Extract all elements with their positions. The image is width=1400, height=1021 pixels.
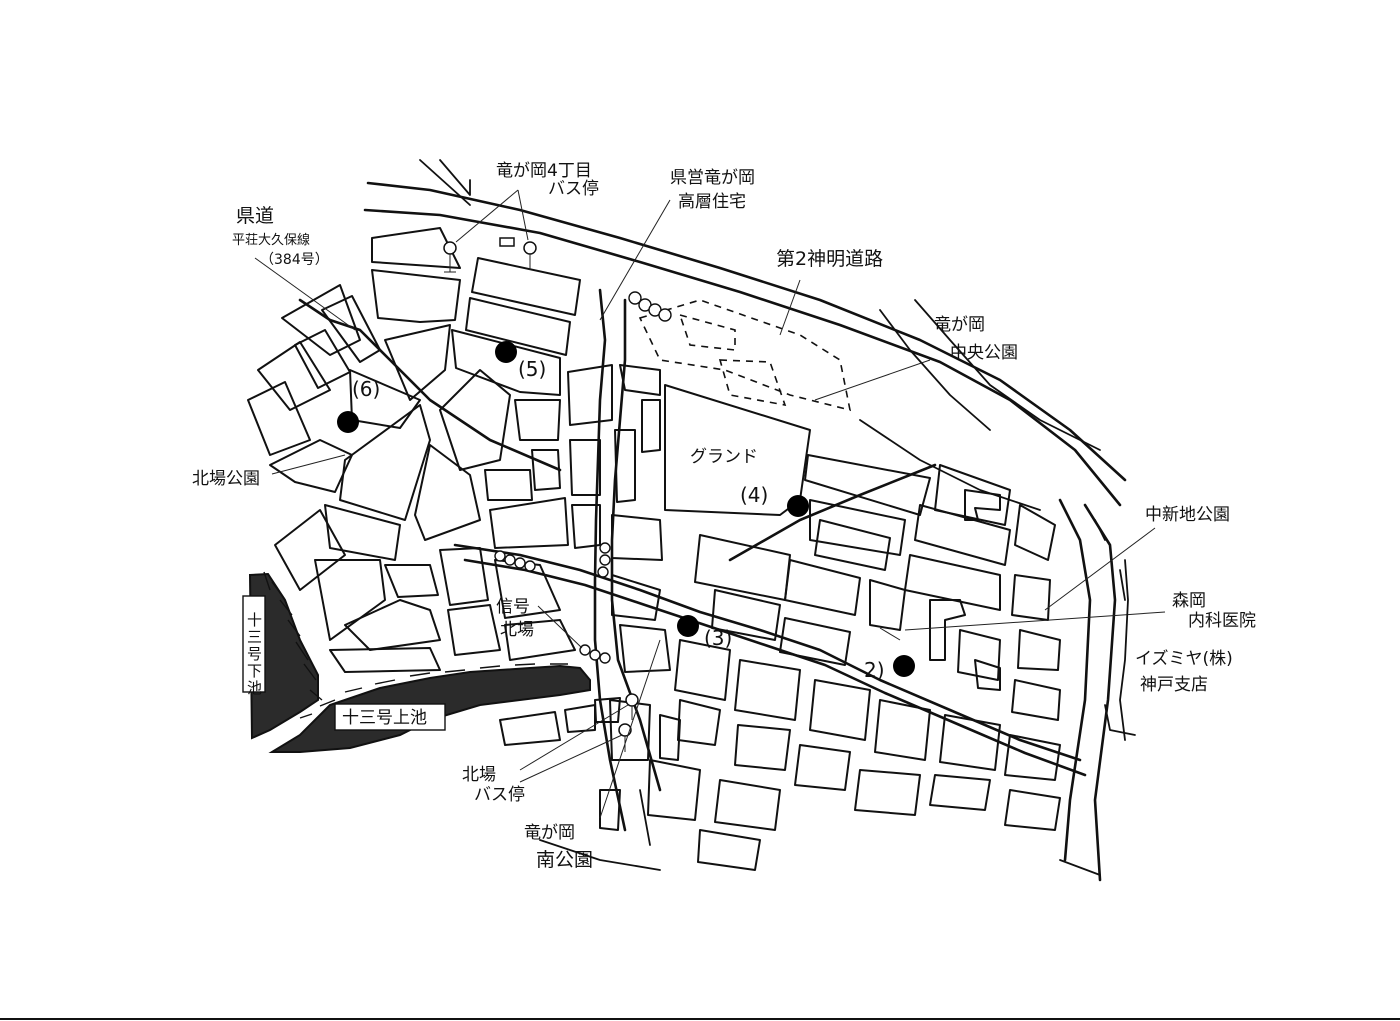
label-bus-stop-4chome-2: バス停 xyxy=(548,179,599,199)
label-izumiya-2: 神戸支店 xyxy=(1140,675,1208,695)
city-blocks xyxy=(247,227,1061,871)
markers xyxy=(337,341,915,677)
marker-label-4: (4) xyxy=(740,483,768,507)
marker-dot-6 xyxy=(337,411,359,433)
label-kendo-2: 平荘大久保線 xyxy=(232,232,310,248)
bus-stop-icons xyxy=(443,237,639,752)
signal-icons xyxy=(494,291,672,664)
label-bus-stop-4chome-1: 竜が岡4丁目 xyxy=(496,161,592,181)
label-chuo-park-2: 中央公園 xyxy=(950,343,1018,363)
pond-upper xyxy=(268,663,591,753)
label-pond-lower: 十三号下池 xyxy=(245,612,263,697)
pond-upper-label-box xyxy=(334,703,446,731)
label-izumiya-1: イズミヤ(株) xyxy=(1135,649,1233,669)
pond-lower xyxy=(242,571,323,740)
pond-lower-label-box xyxy=(242,595,266,693)
marker-dot-2 xyxy=(893,655,915,677)
label-signal-kitaba-2: 北場 xyxy=(500,620,534,640)
marker-dot-5 xyxy=(495,341,517,363)
label-ground: グランド xyxy=(690,447,758,467)
label-kitaba-bus-stop-2: バス停 xyxy=(474,785,525,805)
chuo-park-outline xyxy=(638,299,852,412)
label-kendo-1: 県道 xyxy=(236,205,274,227)
marker-dot-3 xyxy=(677,615,699,637)
marker-label-2: 2) xyxy=(864,658,885,682)
label-nakashinchi-park: 中新地公園 xyxy=(1145,505,1230,525)
marker-label-3: (3) xyxy=(704,626,732,650)
label-kitaba-park: 北場公園 xyxy=(192,469,260,489)
marker-label-5: (5) xyxy=(518,357,546,381)
label-kendo-3: （384号） xyxy=(260,252,329,268)
label-kenei-housing-1: 県営竜が岡 xyxy=(670,168,755,188)
label-minami-park-2: 南公園 xyxy=(536,849,593,871)
label-minami-park-1: 竜が岡 xyxy=(524,823,575,843)
marker-dot-4 xyxy=(787,495,809,517)
label-pond-upper: 十三号上池 xyxy=(342,708,427,728)
label-kenei-housing-2: 高層住宅 xyxy=(678,192,746,212)
label-kitaba-bus-stop-1: 北場 xyxy=(462,765,496,785)
label-chuo-park-1: 竜が岡 xyxy=(934,315,985,335)
label-leaders xyxy=(254,189,1166,819)
label-morioka-clinic-2: 内科医院 xyxy=(1188,611,1256,631)
label-morioka-clinic-1: 森岡 xyxy=(1172,591,1206,611)
label-daini-shinmei: 第2神明道路 xyxy=(776,248,883,270)
marker-label-6: (6) xyxy=(352,377,380,401)
label-signal-kitaba-1: 信号 xyxy=(496,597,530,617)
